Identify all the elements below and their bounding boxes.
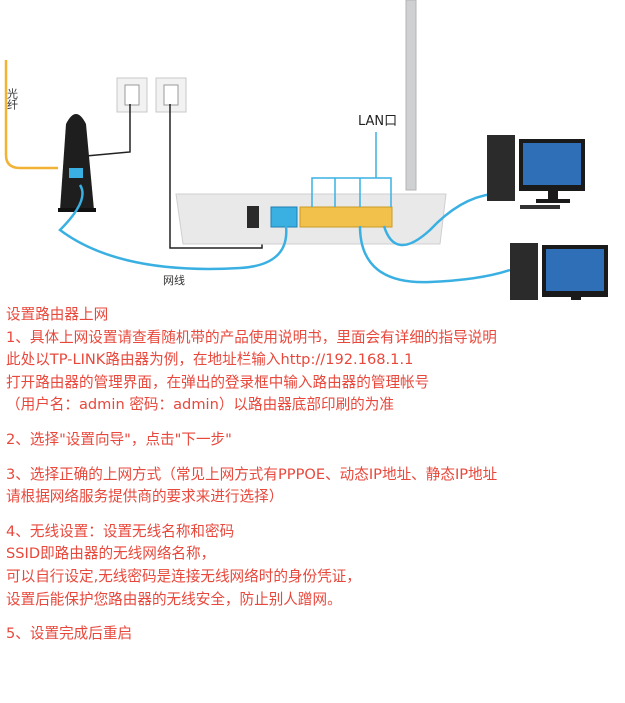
antenna [405,0,417,191]
lan-port-callout: LAN口 [311,114,397,207]
modem-to-router-cable [58,184,288,271]
router-icon [175,193,447,245]
desktop-computer-icon [487,135,585,209]
step1-line: 1、具体上网设置请查看随机带的产品使用说明书，里面会有详细的指导说明 [6,328,497,346]
wall-plate-left [116,77,148,113]
step1-line: 此处以TP-LINK路由器为例，在地址栏输入http://192.168.1.1 [6,351,414,369]
spacer [6,452,618,464]
step2-line: 2、选择"设置向导"，点击"下一步" [6,430,232,448]
network-diagram: 光纤 LAN口 网线 [4,0,608,300]
step4-line: 可以自行设定,无线密码是连接无线网络时的身份凭证， [6,567,361,585]
spacer [6,611,618,623]
step1-line: （用户名：admin 密码：admin）以路由器底部印刷的为准 [6,396,394,414]
step3-line: 3、选择正确的上网方式（常见上网方式有PPPOE、动态IP地址、静态IP地址 [6,465,498,483]
setup-instructions: 设置路由器上网 1、具体上网设置请查看随机带的产品使用说明书，里面会有详细的指导… [6,304,618,646]
spacer [6,509,618,521]
router-to-pc2-cable [358,225,511,284]
cable-label: 网线 [163,273,185,287]
modem-icon [58,114,96,212]
desktop-computer-icon [510,243,608,300]
wall-plate-right [155,77,187,113]
instructions-heading: 设置路由器上网 [6,306,109,323]
router-to-pc1-cable [382,192,493,247]
step5-line: 5、设置完成后重启 [6,625,133,643]
step4-line: 设置后能保护您路由器的无线安全，防止别人蹭网。 [6,590,342,608]
spacer [6,417,618,429]
step3-line: 请根据网络服务提供商的要求来进行选择） [6,488,284,506]
step4-line: 4、无线设置：设置无线名称和密码 [6,522,235,540]
step4-line: SSID即路由器的无线网络名称， [6,545,216,563]
phone-cable [85,104,131,157]
fiber-label: 光纤 [6,87,19,111]
step1-line: 打开路由器的管理界面，在弹出的登录框中输入路由器的管理帐号 [6,373,430,391]
lan-port-label: LAN口 [358,114,397,129]
fiber-cable [4,60,58,170]
